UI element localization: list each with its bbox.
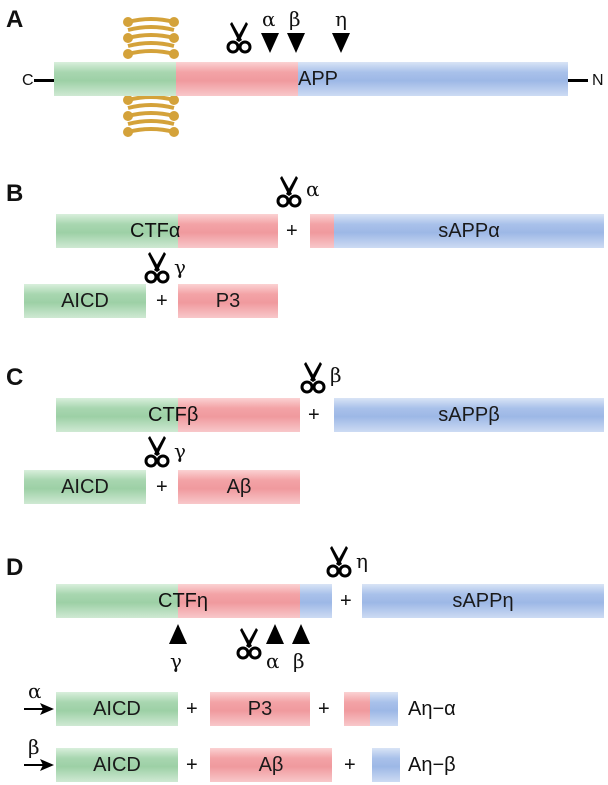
ctf-alpha-label: CTFα <box>130 220 181 242</box>
alpha-arrowhead-icon <box>261 33 279 53</box>
d-sapp-blue: sAPPη <box>362 584 604 618</box>
d-beta-abeta-bar: Aβ <box>210 748 332 782</box>
ctf-beta-label: CTFβ <box>148 404 199 426</box>
ctf-eta-label: CTFη <box>158 590 208 612</box>
d-alpha-p3-bar: P3 <box>210 692 310 726</box>
c-abeta-bar: Aβ <box>178 470 300 504</box>
p3-label: P3 <box>247 697 273 720</box>
c-beta-label: β <box>330 363 342 387</box>
eta-site-label: η <box>335 7 347 31</box>
panel-d-letter: D <box>6 554 24 581</box>
b-sapp-blue: sAPPα <box>334 214 604 248</box>
b-p3-bar: P3 <box>178 284 278 318</box>
plus-sign: + <box>156 290 168 312</box>
b-sapp-pink <box>310 214 334 248</box>
plus-sign: + <box>286 220 298 242</box>
plus-sign: + <box>318 698 330 720</box>
a-eta-beta-label: Aη−β <box>408 754 456 776</box>
b-gamma-label: γ <box>174 255 186 279</box>
sapp-eta-label: sAPPη <box>452 589 514 612</box>
c-terminus-line <box>34 79 54 82</box>
beta-arrowhead-icon <box>292 624 310 644</box>
plus-sign: + <box>344 754 356 776</box>
aicd-label: AICD <box>93 697 141 720</box>
d-ctf-pink <box>178 584 300 618</box>
d-beta-aicd-bar: AICD <box>56 748 178 782</box>
abeta-label: Aβ <box>226 475 252 498</box>
app-ctf-region <box>54 62 176 96</box>
beta-arrowhead-icon <box>287 33 305 53</box>
aicd-label: AICD <box>61 475 109 498</box>
scissors-icon <box>276 176 302 208</box>
p3-label: P3 <box>215 289 241 312</box>
n-terminus-label: N <box>592 72 604 89</box>
beta-site-label: β <box>289 7 301 31</box>
plus-sign: + <box>156 476 168 498</box>
b-ctf-green <box>56 214 178 248</box>
d-alpha-product-blue <box>370 692 398 726</box>
d-gamma-label: γ <box>170 649 182 673</box>
d-beta-label: β <box>293 649 305 673</box>
plus-sign: + <box>186 754 198 776</box>
scissors-icon <box>300 362 326 394</box>
aicd-label: AICD <box>93 753 141 776</box>
scissors-icon <box>144 252 170 284</box>
eta-arrowhead-icon <box>332 33 350 53</box>
abeta-label: Aβ <box>258 753 284 776</box>
d-beta-product-blue <box>372 748 400 782</box>
c-gamma-label: γ <box>174 439 186 463</box>
scissors-icon <box>236 628 262 660</box>
d-alpha-aicd-bar: AICD <box>56 692 178 726</box>
route-alpha-label: α <box>28 679 42 703</box>
b-alpha-label: α <box>306 177 320 201</box>
d-alpha-label: α <box>266 649 280 673</box>
membrane-icon <box>123 17 179 137</box>
route-arrow-icon <box>24 759 54 771</box>
c-terminus-label: C <box>22 72 34 89</box>
b-ctf-pink <box>178 214 278 248</box>
sapp-beta-label: sAPPβ <box>438 403 500 426</box>
aicd-label: AICD <box>61 289 109 312</box>
app-ectodomain-region: APP <box>298 62 568 96</box>
plus-sign: + <box>340 590 352 612</box>
panel-a-letter: A <box>6 6 24 33</box>
app-label: APP <box>298 67 339 90</box>
alpha-arrowhead-icon <box>266 624 284 644</box>
c-sapp-blue: sAPPβ <box>334 398 604 432</box>
c-aicd-bar: AICD <box>24 470 146 504</box>
route-beta-label: β <box>28 735 40 759</box>
n-terminus-line <box>568 79 588 82</box>
plus-sign: + <box>308 404 320 426</box>
a-eta-alpha-label: Aη−α <box>408 698 456 720</box>
alpha-site-label: α <box>262 7 276 31</box>
c-ctf-green <box>56 398 178 432</box>
d-eta-label: η <box>356 549 368 573</box>
d-alpha-product-pink <box>344 692 370 726</box>
route-arrow-icon <box>24 703 54 715</box>
scissors-icon <box>326 546 352 578</box>
b-aicd-bar: AICD <box>24 284 146 318</box>
scissors-icon <box>226 22 252 54</box>
app-abeta-region <box>176 62 298 96</box>
d-ctf-green <box>56 584 178 618</box>
sapp-alpha-label: sAPPα <box>438 219 500 242</box>
panel-c-letter: C <box>6 364 24 391</box>
scissors-icon <box>144 436 170 468</box>
plus-sign: + <box>186 698 198 720</box>
gamma-arrowhead-icon <box>169 624 187 644</box>
c-ctf-pink <box>178 398 300 432</box>
panel-b-letter: B <box>6 180 24 207</box>
d-ctf-blue <box>300 584 332 618</box>
